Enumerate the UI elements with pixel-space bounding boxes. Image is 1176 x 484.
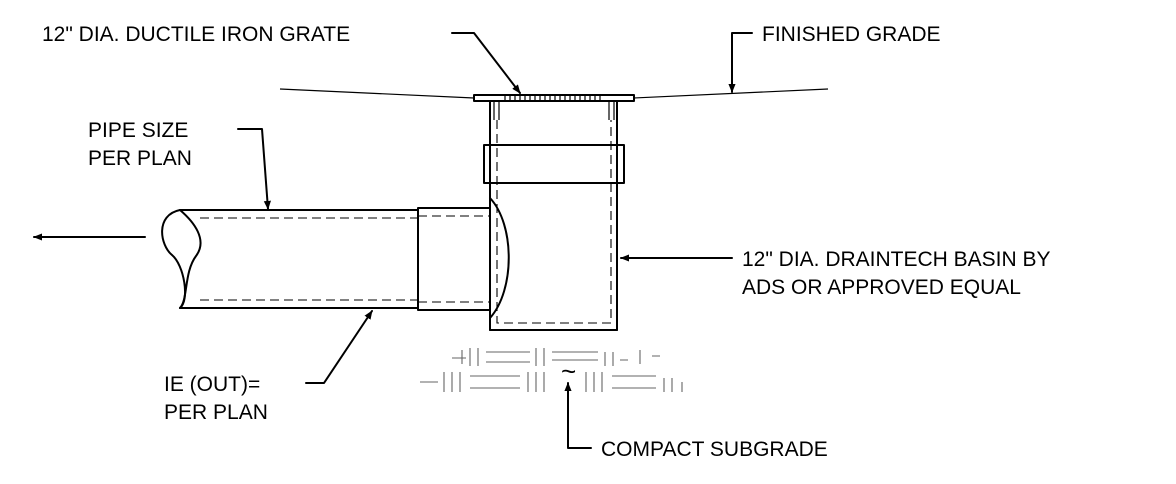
grate-tabs bbox=[493, 101, 615, 120]
basin-label-line1: 12" DIA. DRAINTECH BASIN BY bbox=[742, 248, 1051, 271]
subgrade-leader bbox=[564, 382, 592, 449]
ie-leader bbox=[305, 310, 373, 384]
outlet-pipe bbox=[161, 197, 510, 319]
draintech-basin bbox=[483, 100, 625, 331]
pipe-size-label-line2: PER PLAN bbox=[88, 147, 192, 170]
grate bbox=[473, 94, 635, 120]
grate-leader bbox=[451, 32, 521, 94]
grate-label: 12" DIA. DUCTILE IRON GRATE bbox=[42, 23, 350, 46]
pipe-break-symbol bbox=[161, 209, 202, 309]
pipe-size-leader bbox=[237, 128, 271, 210]
pipe-coupling bbox=[417, 197, 510, 319]
basin-inner-wall bbox=[496, 120, 612, 324]
basin-label-line2: ADS OR APPROVED EQUAL bbox=[742, 276, 1021, 299]
finished-grade-surface bbox=[279, 88, 829, 99]
basin-coupling bbox=[483, 144, 625, 184]
pipe-size-label-line1: PIPE SIZE bbox=[88, 119, 188, 142]
subgrade-hatch bbox=[420, 348, 683, 392]
grate-slots bbox=[504, 95, 601, 101]
ie-label-line1: IE (OUT)= bbox=[164, 373, 260, 396]
finished-grade-label: FINISHED GRADE bbox=[762, 23, 941, 46]
subgrade-label: COMPACT SUBGRADE bbox=[601, 438, 828, 461]
ie-label-line2: PER PLAN bbox=[164, 401, 268, 424]
finished-grade-leader bbox=[728, 32, 753, 93]
leader-lines bbox=[237, 32, 753, 449]
tilde-symbol: ~ bbox=[561, 356, 576, 386]
